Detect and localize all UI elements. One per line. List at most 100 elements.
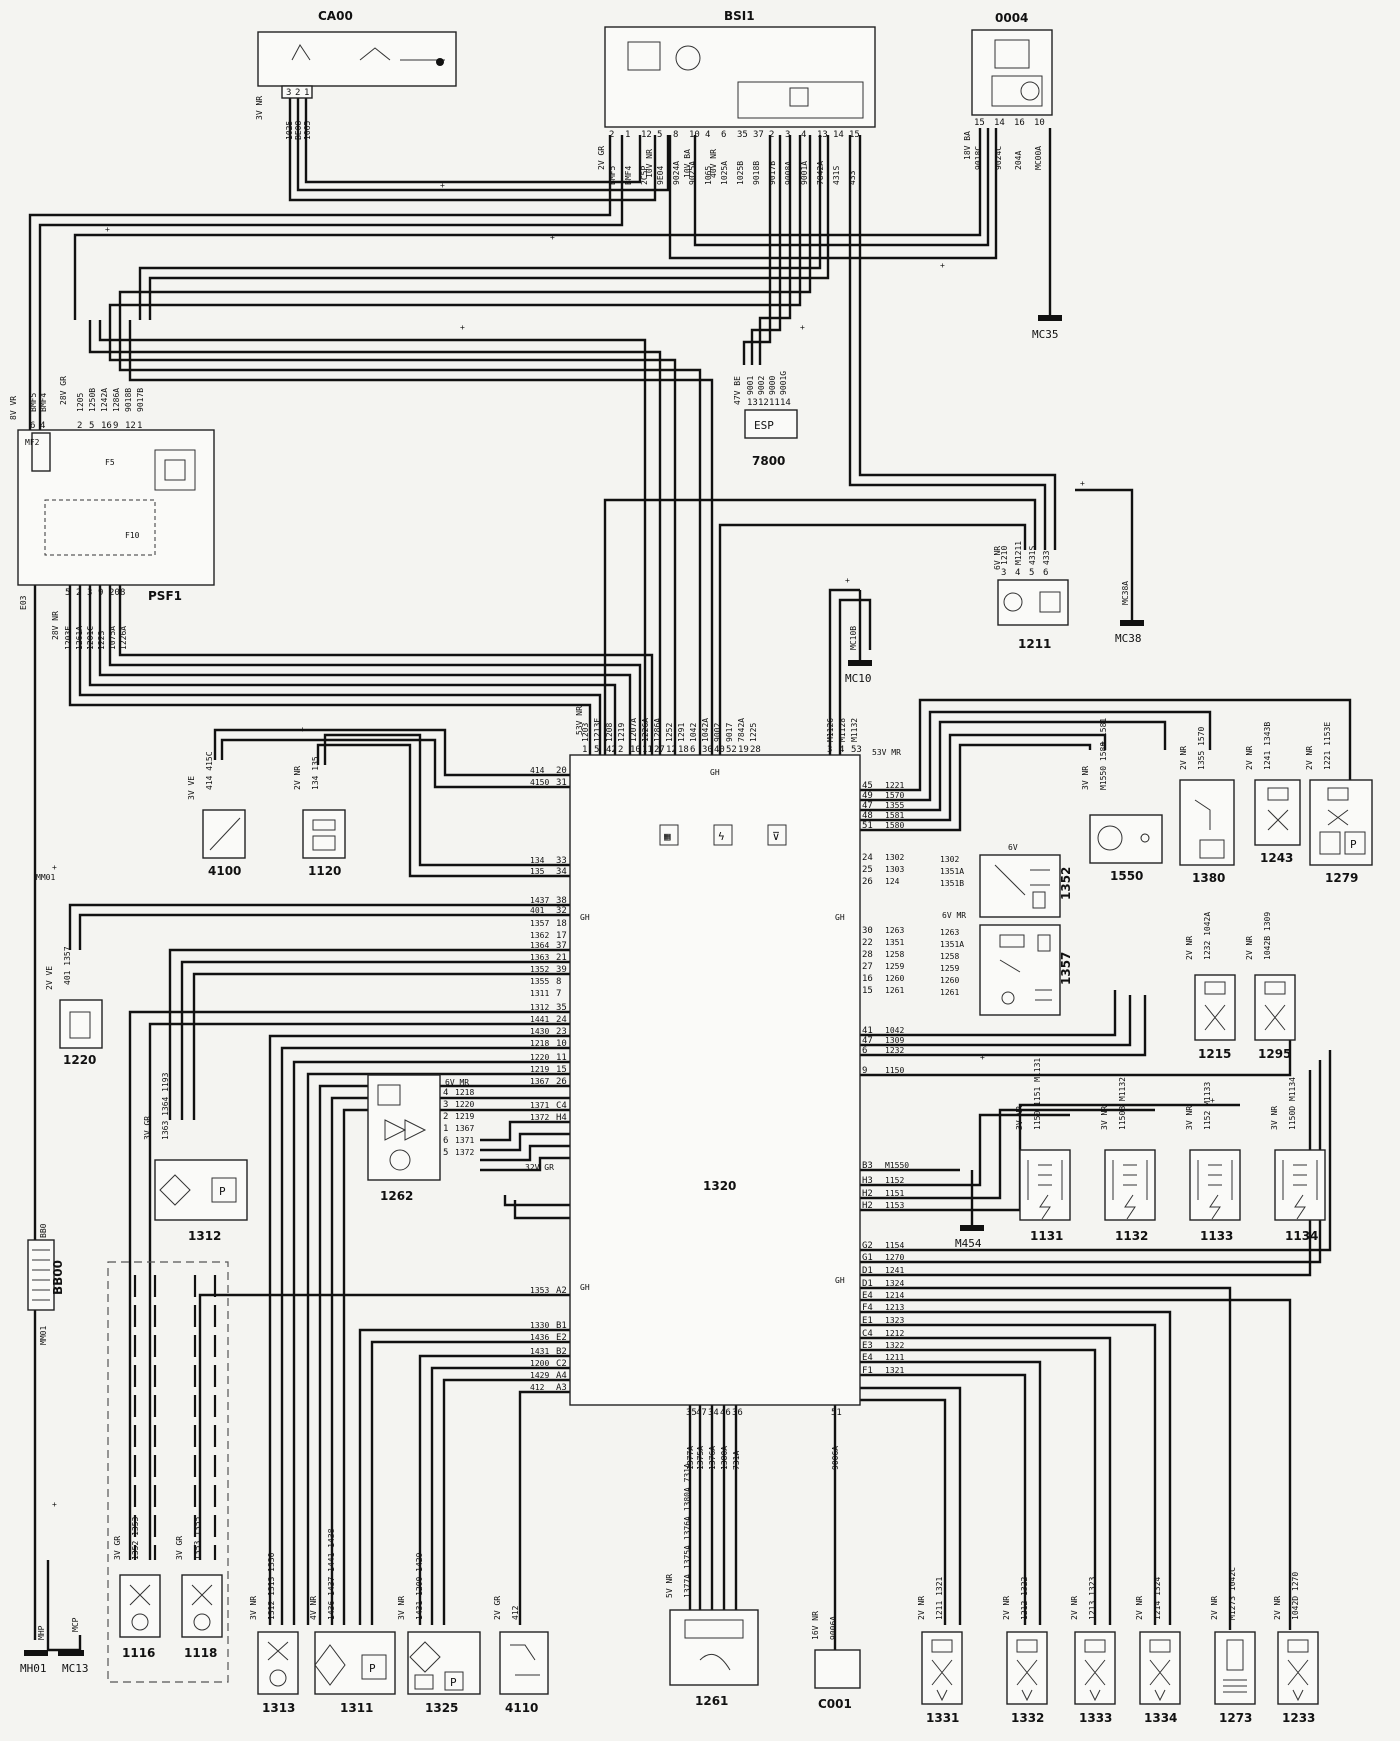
ecu-bottom-pin-code: 1375A bbox=[696, 1446, 705, 1470]
feed-plus-marker: + bbox=[52, 1500, 57, 1509]
ecu-right-pin-code: 1270 bbox=[885, 1253, 904, 1262]
c1357-pin-code: 1351A bbox=[940, 940, 964, 949]
c1120-codes: 134 135 bbox=[311, 756, 320, 790]
ecu-top-pin-code: 1042A bbox=[701, 718, 710, 742]
c1357-pin-code: 1261 bbox=[940, 988, 959, 997]
bsi1-label: BSI1 bbox=[724, 9, 755, 23]
c1332-label: 1332 bbox=[1011, 1711, 1044, 1725]
mc10-label: MC10 bbox=[845, 672, 872, 685]
c1311-park-icon: P bbox=[369, 1662, 376, 1675]
c7800-pin-number: 11 bbox=[769, 398, 780, 408]
c1313-codes: 1312 1313 1330 bbox=[267, 1552, 276, 1620]
ecu-right-pin-number: 48 bbox=[862, 811, 873, 821]
c1295-codes: 1042B 1309 bbox=[1263, 912, 1272, 960]
c1133-connector: 3V NR bbox=[1185, 1106, 1194, 1130]
ca00-pin-code: BE08 bbox=[294, 121, 303, 140]
bsi1-pin-code: 9024A bbox=[672, 161, 681, 185]
ecu-left-pin-number: 24 bbox=[556, 1015, 567, 1025]
ecu-left-pin-number: 15 bbox=[556, 1065, 567, 1075]
ecu-label: 1320 bbox=[703, 1179, 736, 1193]
c7800-pin-code: 9000 bbox=[768, 376, 777, 395]
ecu-right-pin-code: 1355 bbox=[885, 801, 904, 810]
ecu-left-pin-number: H4 bbox=[556, 1113, 567, 1123]
bsi1-pin-number: 15 bbox=[849, 130, 860, 140]
c1262-pin-code: 1371 bbox=[455, 1136, 474, 1145]
ecu-top-pin-code: 1042 bbox=[689, 723, 698, 742]
ecu-right-pin-number: 47 bbox=[862, 1036, 873, 1046]
mc10-ground-icon bbox=[848, 660, 872, 666]
bsi1-pin-number: 4 bbox=[705, 130, 710, 140]
psf1-bottom-pin-code: 1201C bbox=[86, 626, 95, 650]
c1220-temp-sensor: 1220 2V VE 401 1357 bbox=[45, 946, 103, 1067]
c0004-pin-number: 15 bbox=[974, 118, 985, 128]
c1295-connector: 2V NR bbox=[1245, 936, 1254, 960]
feed-plus-marker: + bbox=[845, 576, 850, 585]
c1233-label: 1233 bbox=[1282, 1711, 1315, 1725]
psf1-pin-number: 2 bbox=[77, 421, 82, 431]
bsi1-pin-number: 12 bbox=[641, 130, 652, 140]
bsi1-pin-code: BMF5 bbox=[608, 166, 617, 185]
ecu-right-pin-code: 1258 bbox=[885, 950, 904, 959]
ecu-bottom-pin-code: 1380A bbox=[720, 1446, 729, 1470]
ecu-left-pin-code: 1330 bbox=[530, 1321, 549, 1330]
c001-label: C001 bbox=[818, 1697, 852, 1711]
psf1-top-connector: 8V VR bbox=[9, 396, 18, 420]
psf1-pin-number: 1 bbox=[137, 421, 142, 431]
ecu-right-pin-code: 1581 bbox=[885, 811, 904, 820]
ecu-right-pin-code: 124 bbox=[885, 877, 900, 886]
ecu-right-pin-number: 28 bbox=[862, 950, 873, 960]
feed-plus-marker: + bbox=[1080, 479, 1085, 488]
ecu-right-pin-code: 1241 bbox=[885, 1266, 904, 1275]
c1132-connector: 3V NR bbox=[1100, 1106, 1109, 1130]
psf1-pin-number: 16 bbox=[101, 421, 112, 431]
ecu-left-pin-code: 1218 bbox=[530, 1039, 549, 1048]
ecu-top-pin-number: 4 bbox=[839, 745, 844, 755]
psf1-bottom-pin-number: 9 bbox=[98, 588, 103, 598]
c1211-pin-number: 4 bbox=[1015, 568, 1020, 578]
c1273-label: 1273 bbox=[1219, 1711, 1252, 1725]
c0004-pin-code: 9024C bbox=[994, 146, 1003, 170]
ecu-right-pin-number: 27 bbox=[862, 962, 873, 972]
ecu-top-pin-number: 42 bbox=[606, 745, 617, 755]
bsi1-pin-code: BMF4 bbox=[624, 166, 633, 185]
ecu-top-pin-number: 19 bbox=[738, 745, 749, 755]
m454-label: M454 bbox=[955, 1237, 982, 1250]
c1262-pin-number: 5 bbox=[443, 1148, 448, 1158]
ecu-left-pin-number: A2 bbox=[556, 1286, 567, 1296]
ecu-top-pin-code: M1126 bbox=[826, 718, 835, 742]
esp-label: ESP bbox=[754, 419, 774, 432]
ca00-pin-code: 1065 bbox=[303, 121, 312, 140]
psf1-pin-code: 9017B bbox=[136, 388, 145, 412]
bsi1-pin-code: 1065 bbox=[704, 166, 713, 185]
ecu-top-pins: 1120351213F42120821219101207A111226A2712… bbox=[581, 718, 862, 755]
ecu-right-pin-number: D1 bbox=[862, 1279, 873, 1289]
c1357-label: 1357 bbox=[1059, 952, 1073, 985]
ecu-right-pin-code: 1322 bbox=[885, 1341, 904, 1350]
ecu-top-pin-code: 1286A bbox=[653, 718, 662, 742]
ecu-quadrant-bottom-right: GH bbox=[835, 1276, 845, 1285]
psf1-top-pin-code: BMF5 bbox=[29, 393, 38, 412]
ecu-right-pin-number: 45 bbox=[862, 781, 873, 791]
mc10-code: MC10B bbox=[849, 626, 858, 650]
ecu-top-pin-number: 28 bbox=[750, 745, 761, 755]
ecu-right-pin-code: 1152 bbox=[885, 1176, 904, 1185]
ecu-right-pin-code: 1232 bbox=[885, 1046, 904, 1055]
mf2-label: MF2 bbox=[25, 438, 40, 447]
psf1-pin-code: 1250B bbox=[88, 388, 97, 412]
ecu-top-pin-number: 52 bbox=[726, 745, 737, 755]
c1211-component: 1211 6V NR MC38 MC38A 312104M12115431S64… bbox=[993, 488, 1144, 651]
bsi1-pin-number: 4 bbox=[801, 130, 806, 140]
ecu-left-pin-number: 10 bbox=[556, 1039, 567, 1049]
ecu-right-pin-code: 1211 bbox=[885, 1353, 904, 1362]
c1325-connector: 3V NR bbox=[397, 1596, 406, 1620]
psf1-pin-number: 9 bbox=[113, 421, 118, 431]
ecu-top-pin-number: 5 bbox=[594, 745, 599, 755]
